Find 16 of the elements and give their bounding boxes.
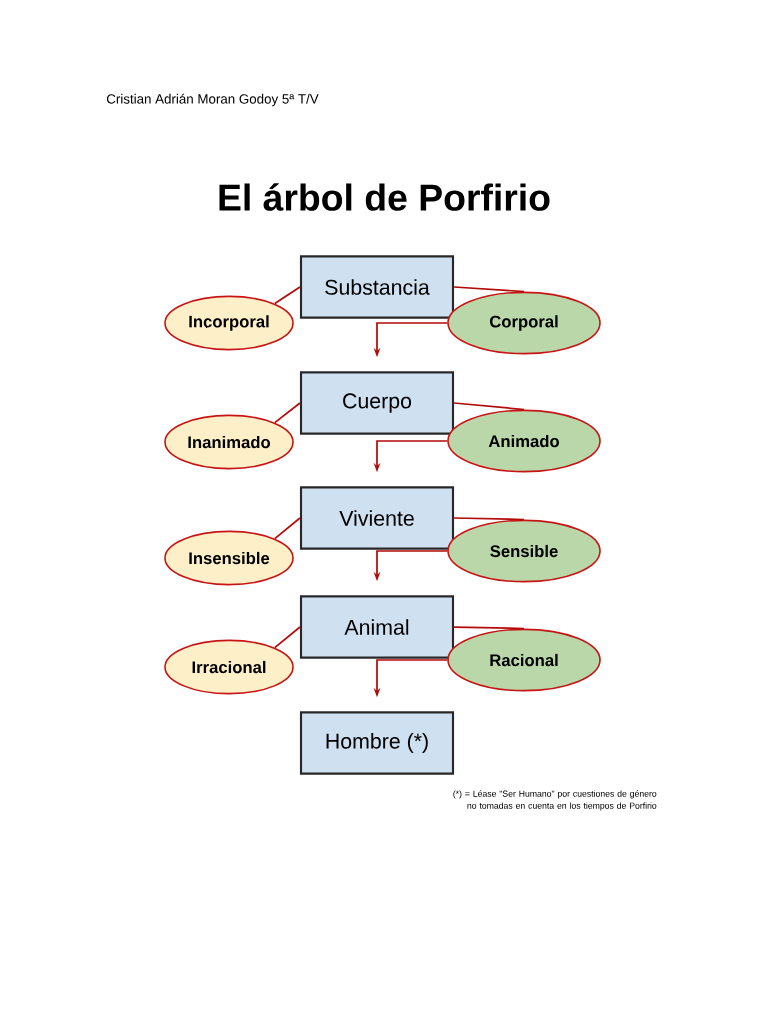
- connector-line: [273, 517, 301, 540]
- concept-box: Cuerpo: [299, 371, 455, 435]
- connector-line: [453, 286, 525, 293]
- author-line: Cristian Adrián Moran Godoy 5ª T/V: [106, 93, 319, 107]
- connector-line: [273, 626, 301, 649]
- title: El árbol de Porfirio: [219, 183, 550, 211]
- connector-line: [453, 517, 525, 521]
- connector-line: [273, 286, 301, 305]
- concept-box: Substancia: [299, 255, 455, 319]
- connector-line: [453, 626, 525, 630]
- footnote: (*) = Léase "Ser Humano" por cuestiones de género no tomadas en cuenta en los tiempos de Porfirio: [453, 790, 657, 811]
- concept-box: Hombre (*): [299, 711, 455, 775]
- concept-box: Viviente: [299, 486, 455, 550]
- concept-box: Animal: [299, 595, 455, 659]
- connector-line: [453, 402, 525, 411]
- connector-line: [273, 402, 301, 424]
